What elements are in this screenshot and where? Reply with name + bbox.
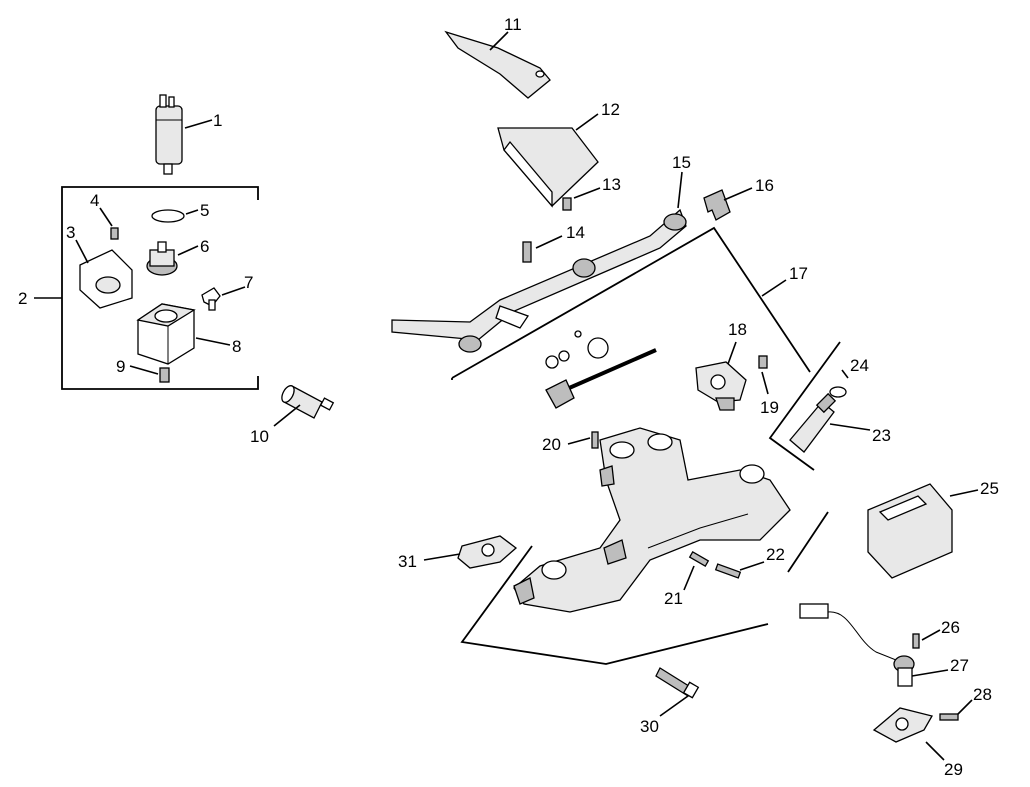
gasket-part (423, 535, 518, 569)
inline-fuel-filter-part (273, 385, 335, 427)
fuel-pump-part (155, 94, 213, 175)
callout-1: 1 (213, 111, 222, 130)
callout-31: 31 (398, 552, 417, 571)
callout-23: 23 (872, 426, 891, 445)
idle-spring-part (683, 551, 710, 591)
callout-2: 2 (18, 289, 27, 308)
callout-13: 13 (602, 175, 621, 194)
fitting-part (201, 286, 246, 311)
crank-sensor-part (799, 603, 949, 687)
callout-12: 12 (601, 100, 620, 119)
long-bolt-part (655, 667, 700, 717)
screw-part (129, 365, 170, 383)
callout-21: 21 (664, 589, 683, 608)
callout-17: 17 (789, 264, 808, 283)
callout-30: 30 (640, 717, 659, 736)
callout-4: 4 (90, 191, 99, 210)
throttle-shaft-part (545, 330, 657, 409)
callout-5: 5 (200, 201, 209, 220)
callout-29: 29 (944, 760, 963, 779)
callout-18: 18 (728, 320, 747, 339)
callout-28: 28 (973, 685, 992, 704)
small-screw-part (99, 207, 119, 240)
mounting-bracket-part (75, 239, 133, 309)
callout-6: 6 (200, 237, 209, 256)
throttle-body-group-outline (451, 226, 829, 665)
pressure-regulator-part (146, 241, 199, 276)
callout-19: 19 (760, 398, 779, 417)
intake-manifold-part (513, 427, 791, 613)
callout-labels: 1 2 3 4 5 6 7 8 9 10 11 12 13 14 15 16 1… (18, 15, 999, 779)
callout-10: 10 (250, 427, 269, 446)
fuel-injector-group (768, 341, 871, 471)
callout-24: 24 (850, 356, 869, 375)
callout-14: 14 (566, 223, 585, 242)
sensor-bolt-part (912, 629, 941, 649)
shield-plate-part (497, 113, 599, 208)
retaining-clip-part (703, 187, 753, 221)
callout-16: 16 (755, 176, 774, 195)
callout-20: 20 (542, 435, 561, 454)
callout-22: 22 (766, 545, 785, 564)
heat-shield-bracket-part (444, 30, 551, 99)
callout-7: 7 (244, 273, 253, 292)
callout-15: 15 (672, 153, 691, 172)
fuel-pump-group-bracket (34, 186, 259, 390)
o-ring-part (151, 209, 199, 223)
bolt-part (562, 187, 601, 211)
callout-3: 3 (66, 223, 75, 242)
idle-screw-part (714, 561, 765, 579)
fuel-rail-bolt-part (522, 235, 563, 263)
callout-8: 8 (232, 337, 241, 356)
filter-housing-part (136, 303, 231, 365)
sensor-screw-part (758, 355, 769, 395)
callout-9: 9 (116, 357, 125, 376)
callout-25: 25 (980, 479, 999, 498)
callout-26: 26 (941, 618, 960, 637)
bracket-screw-part (939, 699, 973, 721)
callout-11: 11 (504, 15, 522, 34)
control-module-part (867, 483, 979, 579)
sensor-bracket-part (872, 707, 945, 761)
spring-part (567, 431, 599, 449)
fuel-rail-part (391, 171, 687, 353)
throttle-position-sensor-part (695, 341, 747, 411)
callout-27: 27 (950, 656, 969, 675)
